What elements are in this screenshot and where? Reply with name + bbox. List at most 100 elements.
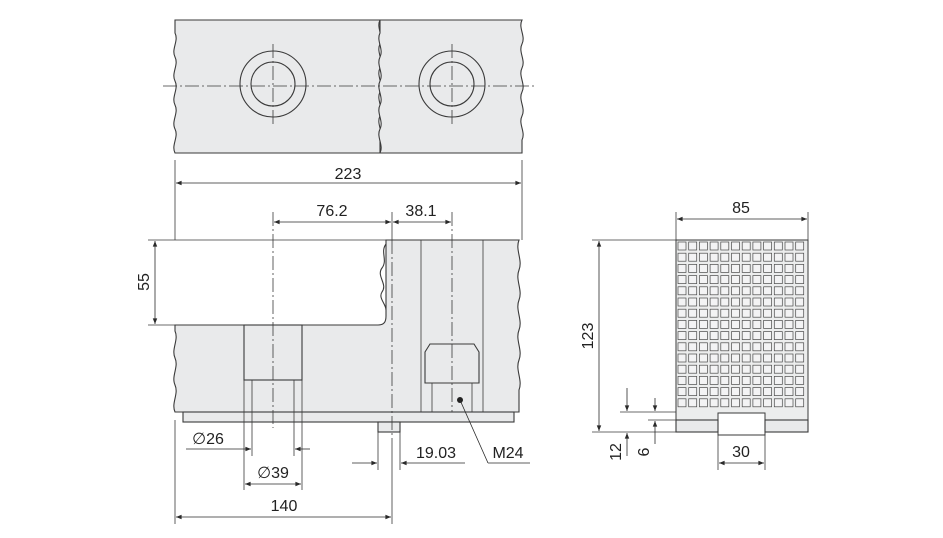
serration-tooth bbox=[795, 264, 805, 273]
serration-tooth bbox=[741, 286, 751, 296]
serration-tooth bbox=[784, 331, 794, 340]
serration-tooth bbox=[773, 297, 783, 307]
front-view-base-plate bbox=[182, 411, 515, 423]
serration-tooth bbox=[720, 286, 730, 296]
serration-tooth bbox=[763, 387, 772, 396]
serration-tooth bbox=[773, 398, 783, 408]
serration-tooth bbox=[795, 331, 805, 340]
dim-55-label: 55 bbox=[136, 273, 153, 291]
serration-tooth bbox=[688, 387, 698, 396]
serration-tooth bbox=[709, 286, 719, 296]
serration-tooth bbox=[677, 264, 687, 273]
serration-tooth bbox=[677, 376, 687, 385]
serration-tooth bbox=[699, 398, 708, 408]
serration-tooth bbox=[709, 252, 719, 262]
serration-tooth bbox=[677, 241, 687, 251]
serration-tooth bbox=[709, 342, 719, 352]
serration-tooth bbox=[688, 308, 698, 318]
side-view bbox=[675, 239, 809, 436]
serration-tooth bbox=[699, 353, 708, 363]
serration-tooth bbox=[741, 331, 751, 340]
serration-tooth bbox=[773, 275, 783, 284]
serration-tooth bbox=[784, 286, 794, 296]
serration-tooth bbox=[709, 376, 719, 385]
serration-tooth bbox=[709, 297, 719, 307]
serration-tooth bbox=[784, 320, 794, 329]
serration-tooth bbox=[699, 364, 708, 374]
serration-tooth bbox=[784, 252, 794, 262]
top-view-hole-right bbox=[418, 44, 486, 126]
serration-tooth bbox=[763, 342, 772, 352]
serration-tooth bbox=[741, 252, 751, 262]
serration-tooth bbox=[720, 264, 730, 273]
serration-tooth bbox=[763, 364, 772, 374]
serration-tooth bbox=[784, 297, 794, 307]
serration-tooth bbox=[741, 353, 751, 363]
serration-tooth bbox=[795, 252, 805, 262]
serration-tooth bbox=[677, 331, 687, 340]
serration-tooth bbox=[752, 264, 762, 273]
serration-tooth bbox=[784, 264, 794, 273]
serration-tooth bbox=[677, 275, 687, 284]
dim-76-2-label: 76.2 bbox=[316, 203, 347, 220]
serration-tooth bbox=[677, 364, 687, 374]
side-view-base-left bbox=[675, 419, 719, 433]
front-view-key bbox=[377, 421, 401, 433]
serration-tooth bbox=[699, 376, 708, 385]
serration-tooth bbox=[699, 297, 708, 307]
serration-tooth bbox=[741, 387, 751, 396]
serration-tooth bbox=[741, 297, 751, 307]
serration-tooth bbox=[784, 353, 794, 363]
serration-tooth bbox=[720, 376, 730, 385]
serration-tooth bbox=[773, 331, 783, 340]
serration-tooth bbox=[773, 364, 783, 374]
serration-tooth bbox=[688, 353, 698, 363]
serration-tooth bbox=[731, 264, 740, 273]
serration-tooth bbox=[741, 376, 751, 385]
serration-tooth bbox=[720, 241, 730, 251]
serration-tooth bbox=[709, 275, 719, 284]
serration-tooth bbox=[688, 275, 698, 284]
serration-tooth bbox=[784, 398, 794, 408]
serration-tooth bbox=[773, 320, 783, 329]
serration-tooth bbox=[688, 264, 698, 273]
serration-tooth bbox=[741, 275, 751, 284]
serration-tooth bbox=[795, 376, 805, 385]
serration-tooth bbox=[773, 353, 783, 363]
serration-tooth bbox=[720, 252, 730, 262]
serration-tooth bbox=[752, 275, 762, 284]
serration-tooth bbox=[784, 364, 794, 374]
serration-tooth bbox=[720, 308, 730, 318]
serration-tooth bbox=[741, 342, 751, 352]
serration-tooth bbox=[677, 252, 687, 262]
front-view-step-serration bbox=[379, 243, 387, 311]
serration-tooth bbox=[795, 308, 805, 318]
serration-tooth bbox=[731, 376, 740, 385]
serration-tooth bbox=[731, 387, 740, 396]
serration-tooth bbox=[763, 320, 772, 329]
serration-tooth bbox=[741, 308, 751, 318]
serration-tooth bbox=[752, 286, 762, 296]
serration-tooth bbox=[784, 376, 794, 385]
dimensions bbox=[148, 160, 809, 524]
serration-tooth bbox=[699, 331, 708, 340]
dim-dia-39-label: ∅39 bbox=[257, 465, 289, 482]
serration-tooth bbox=[677, 297, 687, 307]
serration-tooth bbox=[752, 376, 762, 385]
serration-tooth bbox=[720, 331, 730, 340]
serration-tooth bbox=[720, 364, 730, 374]
serration-tooth bbox=[688, 398, 698, 408]
serration-tooth bbox=[784, 342, 794, 352]
front-view-bolt-head bbox=[424, 343, 480, 384]
serration-tooth bbox=[688, 252, 698, 262]
serration-tooth bbox=[720, 320, 730, 329]
top-view-hole-left bbox=[239, 44, 307, 126]
serration-tooth bbox=[752, 241, 762, 251]
serration-tooth bbox=[752, 364, 762, 374]
serration-tooth bbox=[752, 308, 762, 318]
serration-tooth bbox=[763, 241, 772, 251]
serration-tooth bbox=[688, 364, 698, 374]
serration-tooth bbox=[688, 342, 698, 352]
